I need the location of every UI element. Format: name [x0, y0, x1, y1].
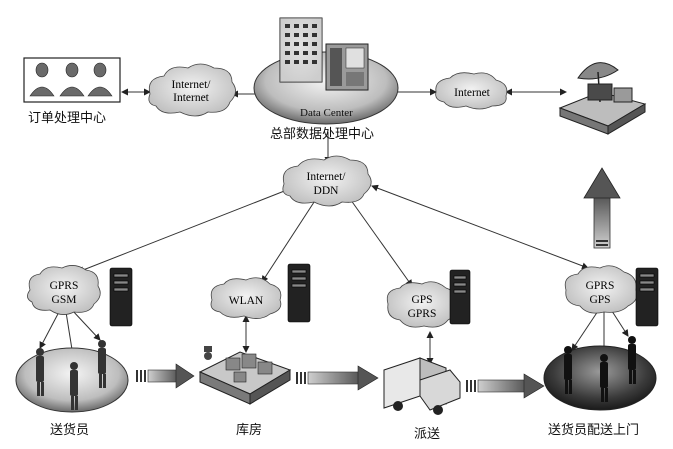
warehouse-label: 库房: [236, 422, 262, 438]
server-rack-icon: [325, 43, 369, 91]
link-ddn-delivery: [371, 184, 589, 270]
cloud-internet-right-line1: Internet: [454, 87, 491, 99]
gps-station: [558, 62, 647, 135]
flow-arrow-courier-warehouse: [136, 363, 195, 389]
cloud-wlan-line1: WLAN: [229, 295, 264, 307]
upload-arrow: [583, 167, 621, 249]
delivery-group: 送货员配送上门: [543, 336, 657, 438]
base-station-warehouse: [287, 263, 311, 323]
flow-arrow-warehouse-dispatch: [296, 365, 379, 391]
link-gsm-person-1: [39, 309, 61, 349]
cloud-gps-gprs-line1: GPS: [411, 294, 432, 306]
link-ddn-warehouse: [261, 195, 319, 283]
cloud-gprs-gsm-line2: GSM: [52, 294, 77, 306]
base-station-icon: [109, 263, 659, 327]
link-gps-person-1: [571, 307, 601, 351]
courier-person-icon: [36, 340, 106, 410]
cloud-wlan: WLAN: [210, 277, 282, 319]
hq-server-label: Data Center: [300, 107, 353, 119]
order-center: 订单处理中心: [23, 57, 121, 126]
cloud-internet-right: Internet: [435, 72, 508, 110]
link-gsm-person-3: [71, 309, 101, 341]
courier-group: 送货员: [15, 340, 129, 438]
delivery-label: 送货员配送上门: [548, 422, 639, 438]
flow-arrow-dispatch-delivery: [466, 373, 545, 399]
base-station-courier: [109, 267, 133, 327]
cloud-gprs-gsm-line1: GPRS: [50, 280, 79, 292]
cloud-internet-left-line2: Internet: [173, 92, 210, 104]
cloud-gps-gprs-line2: GPRS: [408, 308, 437, 320]
cloud-gprs-gps-line1: GPRS: [586, 280, 615, 292]
dispatch-group: 派送: [383, 357, 461, 442]
warehouse-boxes-icon: [225, 353, 273, 383]
cloud-gps-gprs: GPS GPRS: [386, 281, 458, 328]
hq-data-center: Data Center 总部数据处理中心: [253, 17, 399, 142]
cloud-ddn-line2: DDN: [314, 185, 340, 197]
courier-label: 送货员: [50, 422, 89, 438]
cloud-gprs-gps-line2: GPS: [589, 294, 610, 306]
link-ddn-courier: [77, 186, 293, 274]
cloud-internet-left: Internet/ Internet: [148, 63, 236, 117]
base-station-delivery: [635, 267, 659, 327]
dispatch-label: 派送: [414, 427, 440, 442]
connector-lines: [39, 88, 629, 365]
base-station-dispatch: [449, 269, 471, 325]
delivery-truck-icon: [383, 357, 461, 415]
delivery-person-icon: [564, 336, 636, 402]
link-ddn-dispatch: [347, 195, 413, 287]
operator-icon: [29, 62, 113, 97]
satellite-dish-icon: [577, 62, 633, 103]
cloud-internet-ddn: Internet/ DDN: [282, 155, 372, 207]
warehouse-group: 库房: [198, 346, 292, 438]
cloud-gprs-gsm: GPRS GSM: [27, 265, 101, 315]
cloud-internet-left-line1: Internet/: [172, 79, 212, 91]
cloud-gprs-gps: GPRS GPS: [564, 265, 638, 314]
office-building-icon: [279, 17, 323, 83]
cloud-ddn-line1: Internet/: [307, 171, 347, 183]
forklift-icon: [204, 346, 212, 360]
order-center-label: 订单处理中心: [28, 111, 106, 126]
hq-label: 总部数据处理中心: [270, 127, 374, 142]
